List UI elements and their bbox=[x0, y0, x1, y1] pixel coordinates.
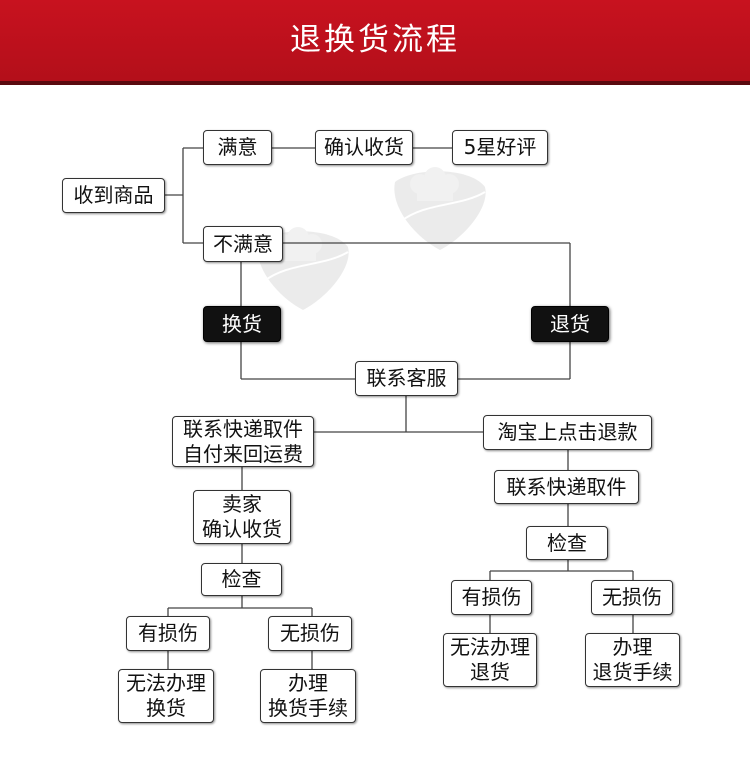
header-banner-shadow bbox=[0, 81, 750, 85]
contact-service-node: 联系客服 bbox=[355, 361, 458, 396]
seller-confirm-node: 卖家 确认收货 bbox=[193, 490, 291, 544]
return-undamaged-node: 无损伤 bbox=[591, 580, 673, 615]
return-check-node: 检查 bbox=[526, 526, 608, 560]
return-node: 退货 bbox=[531, 306, 609, 342]
exchange-courier-node: 联系快递取件 自付来回运费 bbox=[172, 416, 314, 467]
return-cannot-node: 无法办理 退货 bbox=[443, 633, 537, 687]
exchange-damaged-node: 有损伤 bbox=[126, 616, 210, 651]
exchange-process-node: 办理 换货手续 bbox=[260, 669, 356, 723]
exchange-check-node: 检查 bbox=[201, 563, 282, 596]
exchange-node: 换货 bbox=[203, 306, 281, 342]
taobao-refund-node: 淘宝上点击退款 bbox=[483, 415, 652, 450]
return-damaged-node: 有损伤 bbox=[451, 580, 532, 615]
chef-hat-logo-icon bbox=[394, 167, 486, 250]
five-star-review-node: 5星好评 bbox=[452, 130, 548, 165]
satisfied-node: 满意 bbox=[203, 130, 272, 165]
return-process-node: 办理 退货手续 bbox=[585, 633, 680, 687]
page-title: 退换货流程 bbox=[290, 22, 460, 58]
header-banner bbox=[0, 0, 750, 81]
confirm-receipt-node: 确认收货 bbox=[315, 130, 413, 165]
exchange-undamaged-node: 无损伤 bbox=[268, 616, 352, 651]
unsatisfied-node: 不满意 bbox=[203, 226, 283, 262]
exchange-cannot-node: 无法办理 换货 bbox=[118, 669, 214, 723]
return-courier-node: 联系快递取件 bbox=[494, 470, 639, 504]
receive-goods-node: 收到商品 bbox=[62, 178, 165, 213]
